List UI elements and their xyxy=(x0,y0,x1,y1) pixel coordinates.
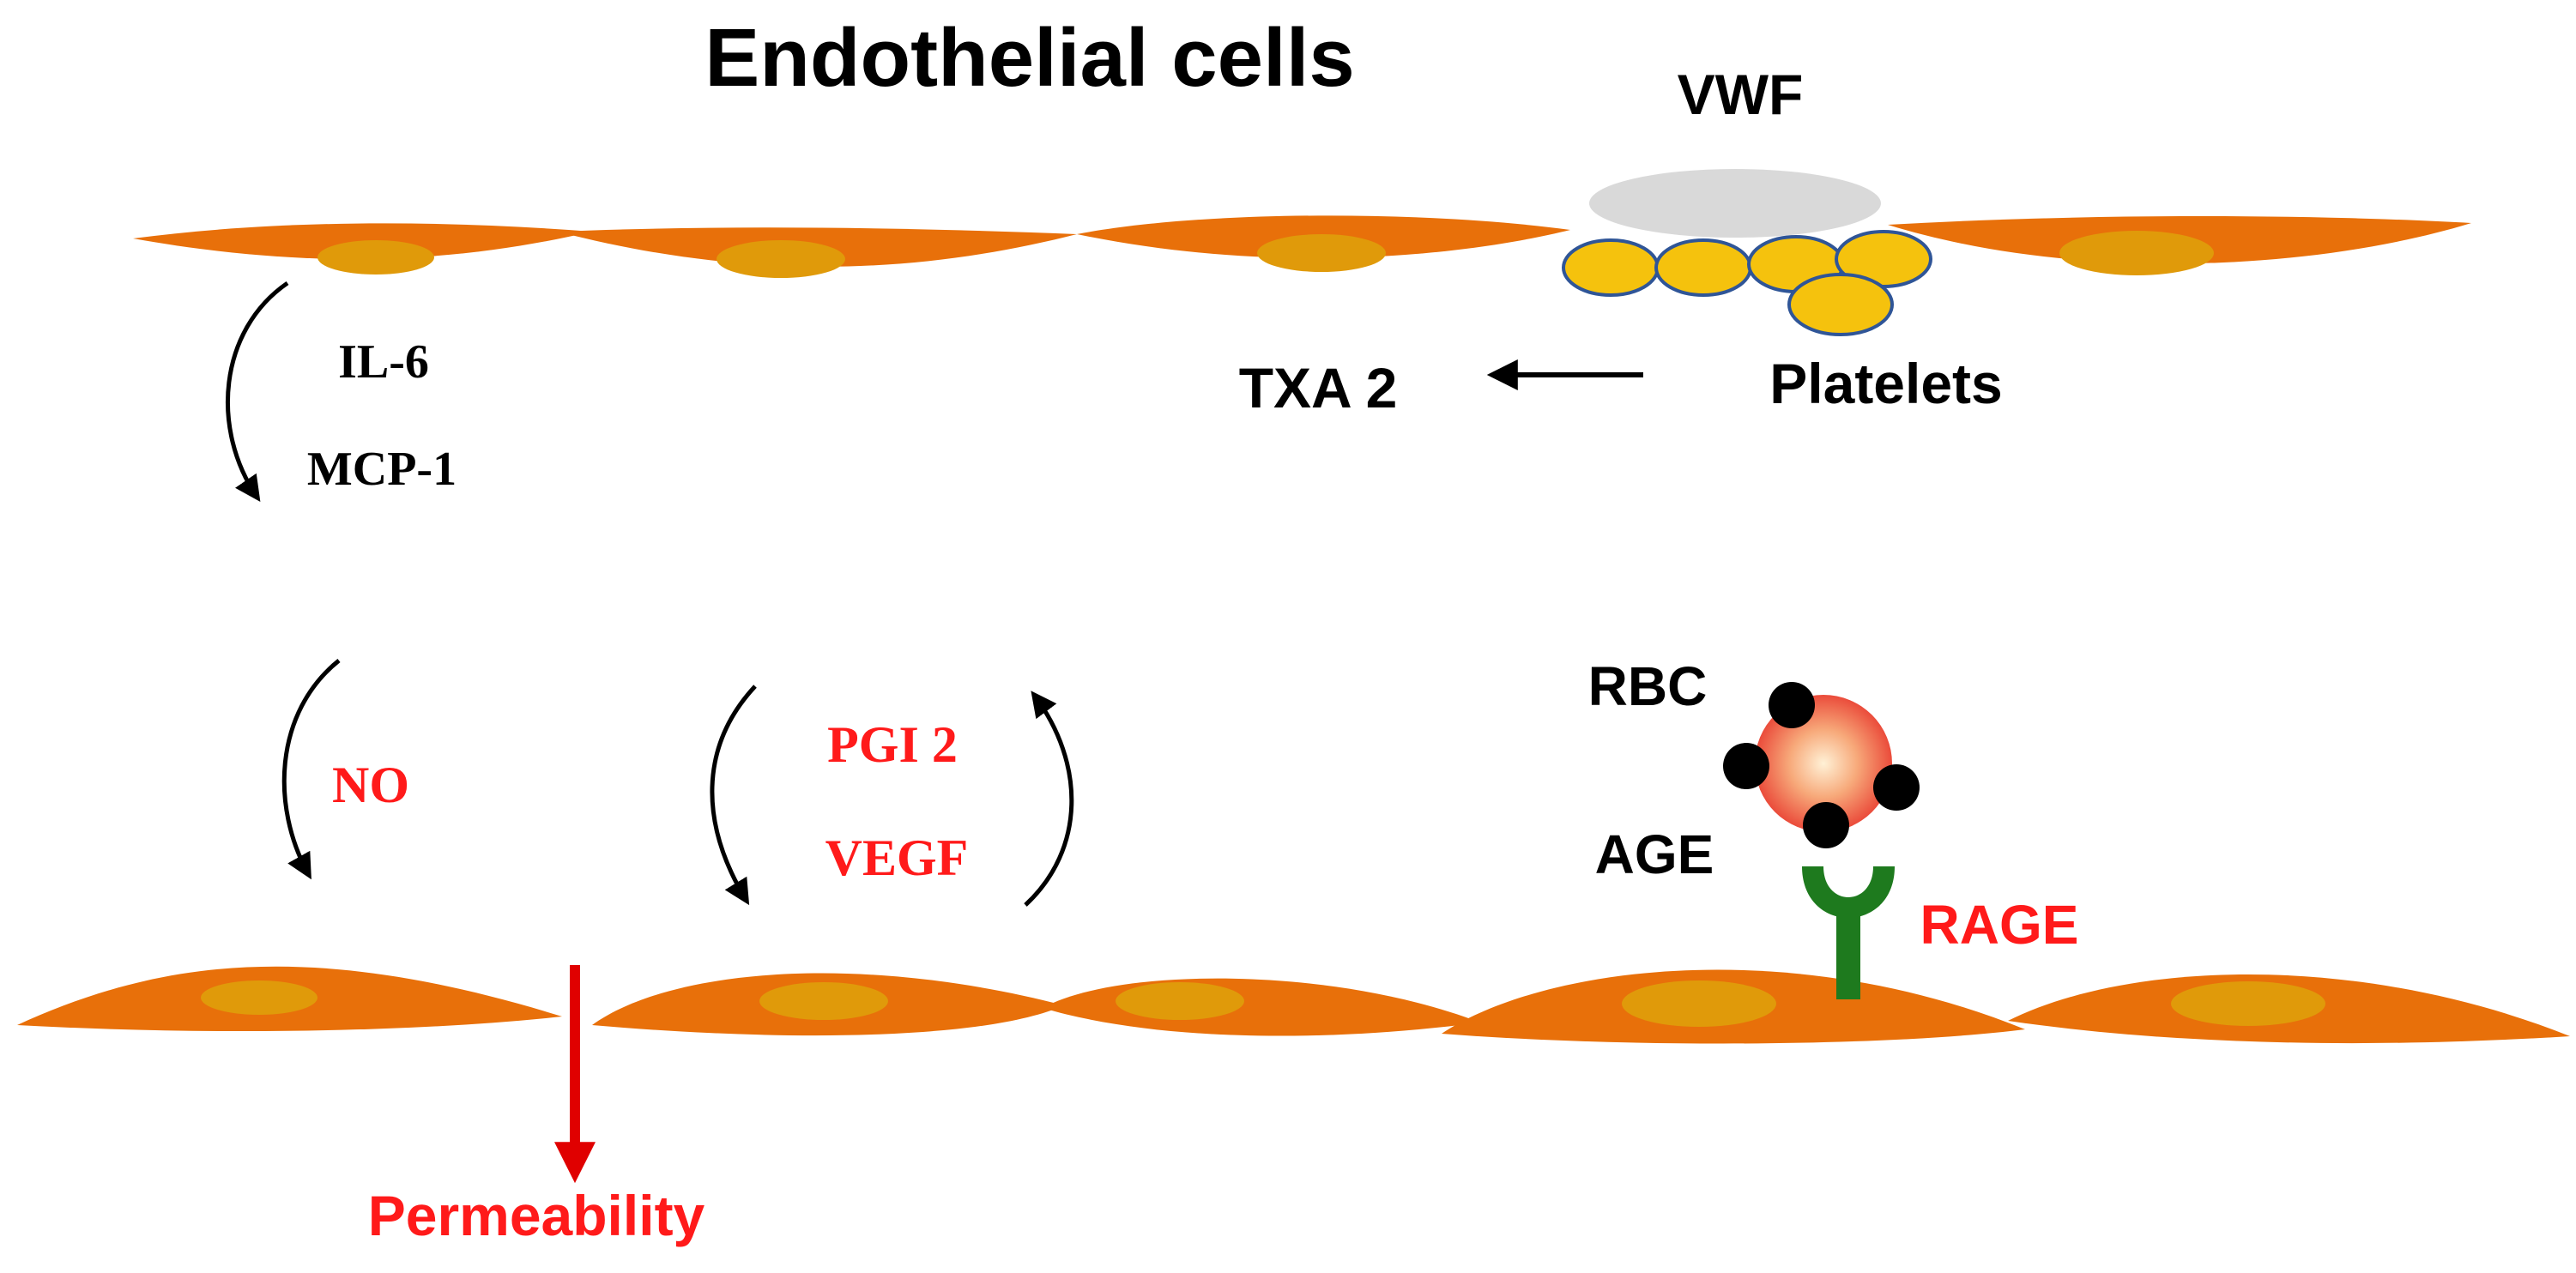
platelet xyxy=(1654,238,1752,297)
permeability-label: Permeability xyxy=(368,1184,705,1247)
nucleus xyxy=(2059,231,2214,275)
no-label: NO xyxy=(332,757,409,813)
mcp1-label: MCP-1 xyxy=(307,443,457,496)
endothelial-cell xyxy=(1888,216,2471,275)
endothelial-cell xyxy=(1442,969,2025,1044)
rage-receptor xyxy=(1802,866,1895,999)
rbc-label: RBC xyxy=(1588,655,1708,717)
nucleus xyxy=(317,240,434,275)
title: Endothelial cells xyxy=(704,12,1355,104)
endothelial-cell xyxy=(592,973,1064,1036)
top-endothelial-layer xyxy=(133,215,2471,278)
endothelial-cell xyxy=(558,227,1077,278)
nucleus xyxy=(1622,980,1776,1027)
age-dot xyxy=(1769,682,1815,728)
vegf-label: VEGF xyxy=(825,830,969,886)
rbc-cell xyxy=(1723,682,1920,848)
nucleus xyxy=(1116,982,1244,1020)
vwf-label: VWF xyxy=(1678,63,1804,126)
il6-label: IL-6 xyxy=(338,335,429,389)
platelet xyxy=(1787,273,1894,336)
age-dot xyxy=(1873,764,1920,811)
platelets-cluster xyxy=(1562,230,1932,336)
nucleus xyxy=(717,240,845,278)
platelets-label: Platelets xyxy=(1769,352,2002,415)
endothelial-cell xyxy=(17,966,562,1032)
il6-mcp1-curved-arrow xyxy=(226,281,289,502)
nucleus xyxy=(759,982,888,1020)
pgi2-vegf-right-curved-arrow xyxy=(1024,691,1074,907)
endothelial-cell xyxy=(2008,974,2570,1044)
rage-label: RAGE xyxy=(1920,894,2079,956)
age-dot xyxy=(1723,743,1769,789)
age-label: AGE xyxy=(1595,824,1714,885)
pgi2-label: PGI 2 xyxy=(827,716,958,773)
nucleus xyxy=(201,980,317,1015)
endothelial-cell xyxy=(133,223,592,275)
txa2-label: TXA 2 xyxy=(1239,356,1398,419)
platelet xyxy=(1562,238,1660,297)
nucleus xyxy=(2171,981,2325,1026)
age-dot xyxy=(1803,802,1849,848)
vwf-shape xyxy=(1589,169,1881,238)
bottom-endothelial-layer xyxy=(17,966,2570,1044)
endothelial-cell xyxy=(1077,215,1570,272)
pgi2-vegf-left-curved-arrow xyxy=(710,685,757,906)
no-curved-arrow xyxy=(281,659,341,880)
endothelial-cell xyxy=(1043,978,1480,1036)
nucleus xyxy=(1257,234,1386,272)
